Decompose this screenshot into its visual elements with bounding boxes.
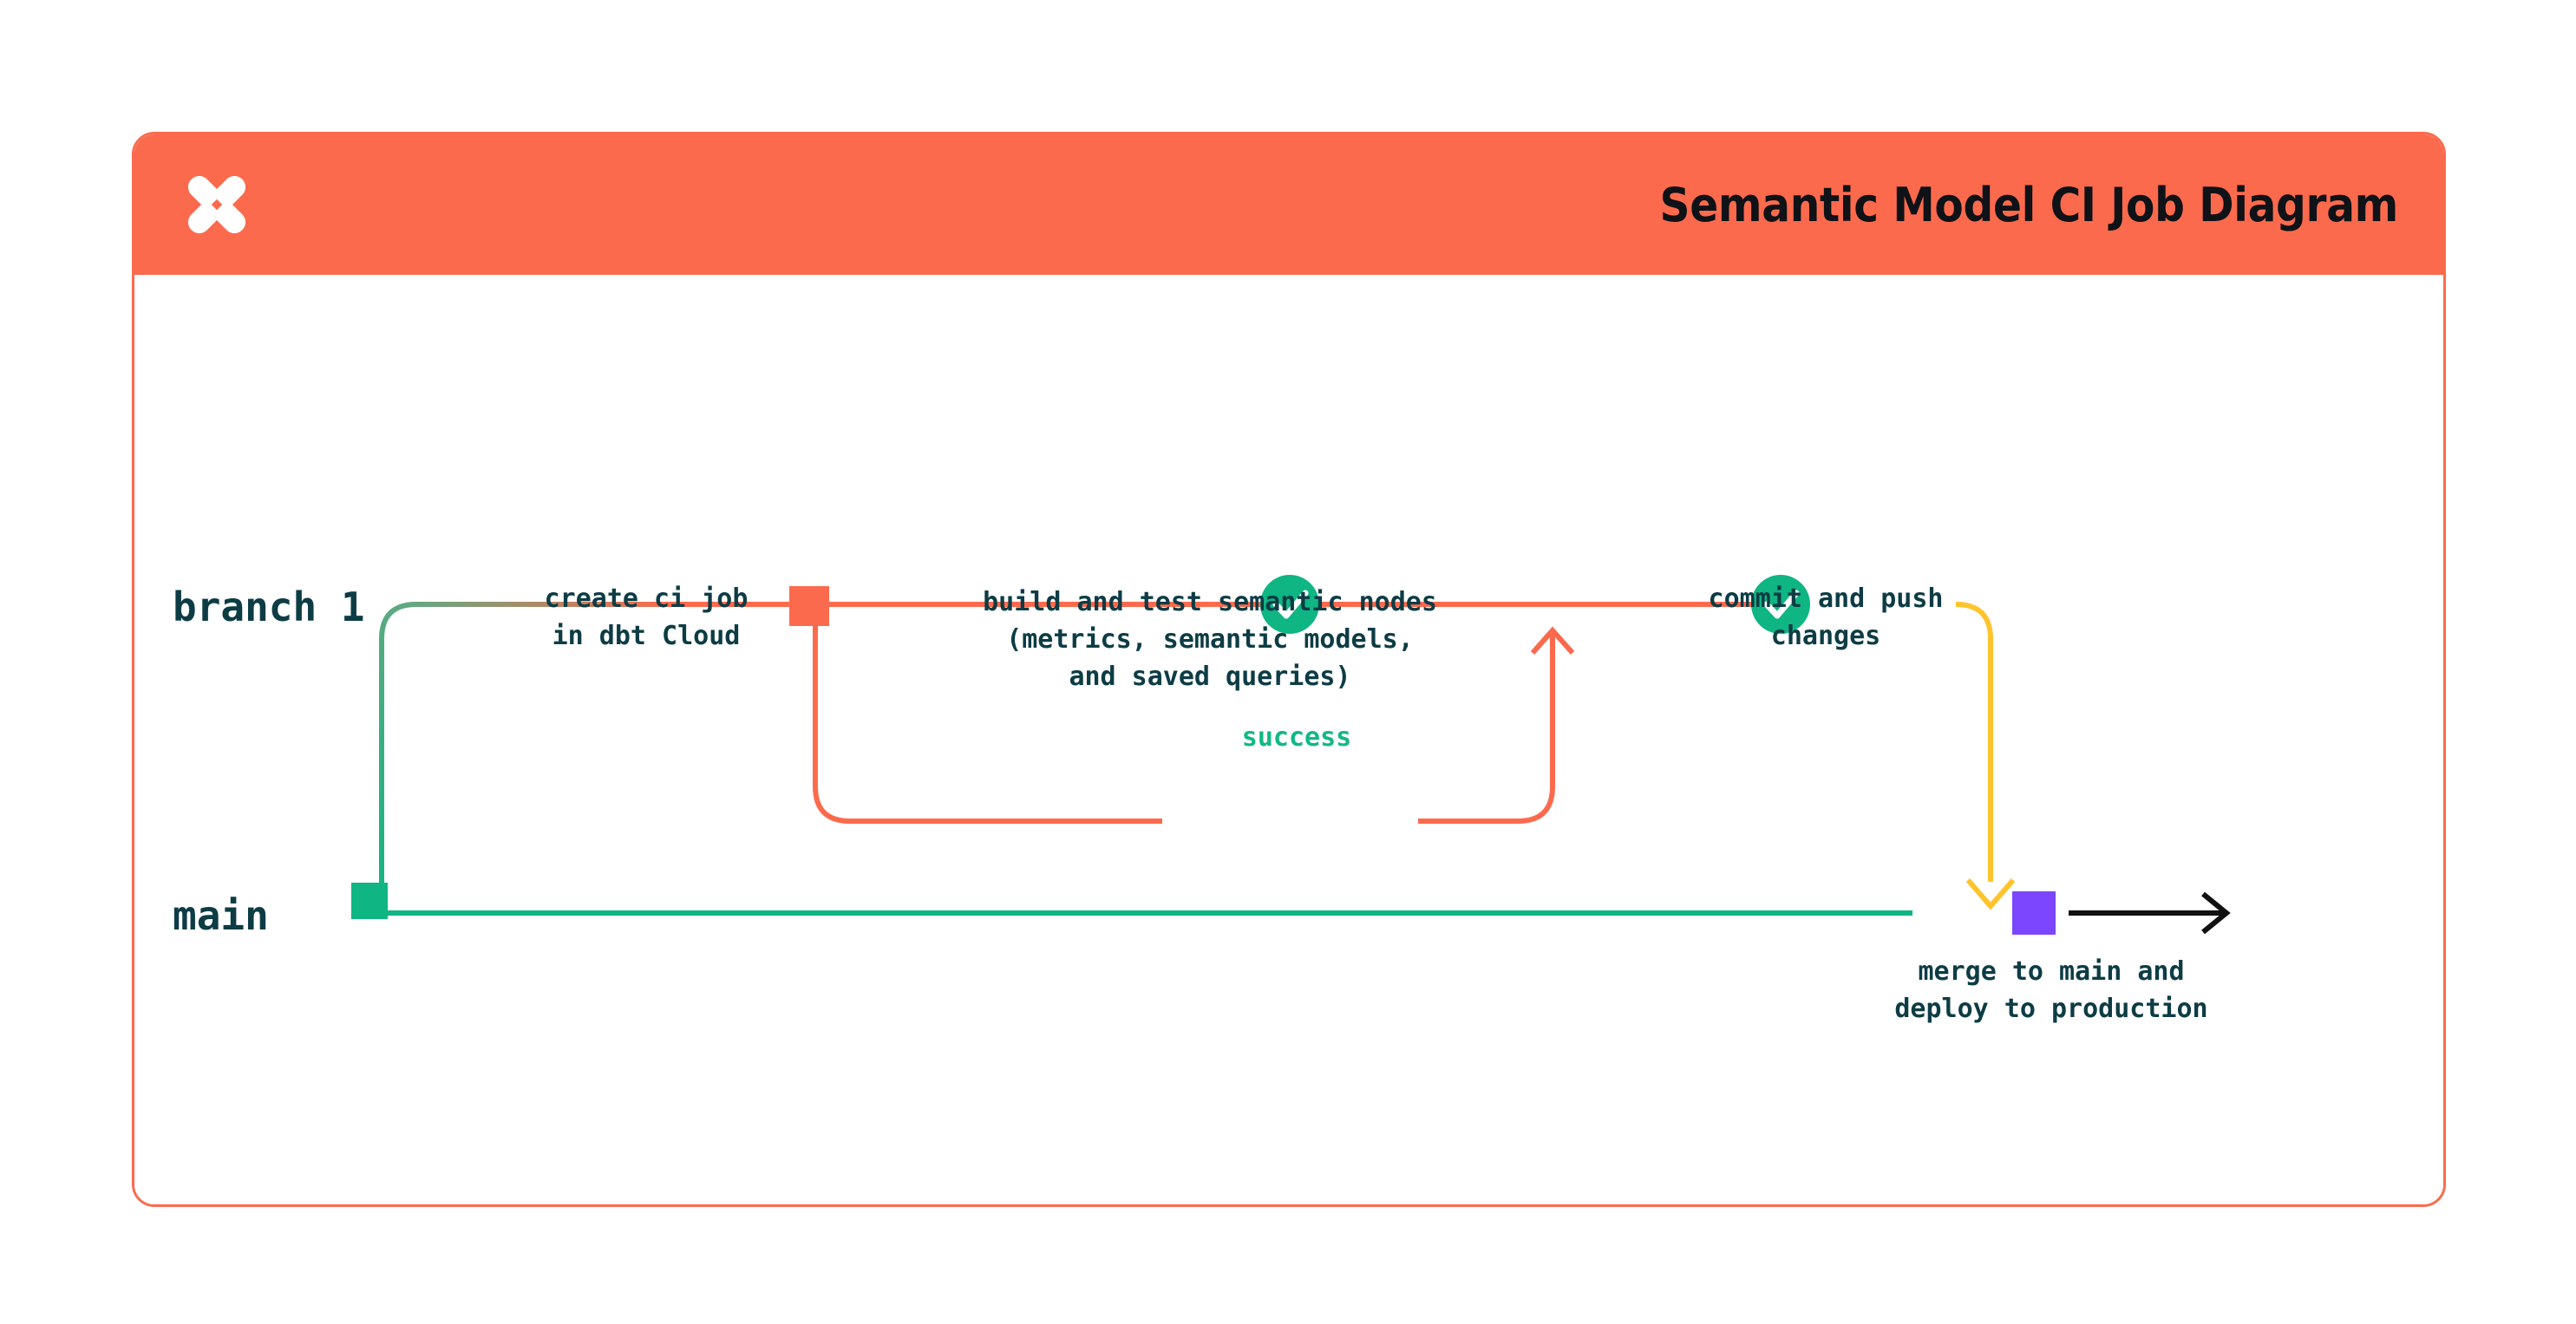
- lane-label-main: main: [173, 892, 269, 939]
- node-build-and-test-circle: [1260, 575, 1319, 634]
- success-loop-right: [1418, 632, 1555, 824]
- dbt-logo-glyph: [187, 175, 246, 234]
- dbt-logo-icon: [183, 171, 251, 238]
- success-loop-arrowhead-icon: [1530, 626, 1575, 655]
- merge-down-edge: [1955, 602, 1993, 882]
- node-main-start[interactable]: [351, 883, 388, 919]
- node-commit-and-push[interactable]: [1751, 575, 1810, 634]
- diagram-canvas: [351, 575, 2231, 935]
- page-title: Semantic Model CI Job Diagram: [1659, 177, 2399, 232]
- lane-label-branch-1: branch 1: [173, 584, 365, 630]
- card-body: branch 1 main create ci job in dbt Cloud…: [134, 275, 2443, 1204]
- success-loop-left: [813, 604, 1162, 824]
- node-label-create-ci-job: create ci job in dbt Cloud: [544, 584, 749, 651]
- card-header: Semantic Model CI Job Diagram: [134, 134, 2443, 275]
- git-flow-diagram: branch 1 main create ci job in dbt Cloud…: [134, 275, 2443, 1204]
- node-label-commit-and-push: commit and push changes: [1708, 584, 1944, 651]
- check-icon-2: [1763, 590, 1800, 619]
- node-label-merge-to-main: merge to main and deploy to production: [1894, 956, 2208, 1024]
- check-icon: [1272, 590, 1309, 619]
- main-continue-arrowhead-icon: [2201, 891, 2231, 935]
- node-label-build-and-test: build and test semantic nodes (metrics, …: [983, 587, 1437, 692]
- node-merge-to-main[interactable]: [2012, 891, 2056, 935]
- node-commit-and-push-circle: [1751, 575, 1810, 634]
- node-build-and-test[interactable]: [1260, 575, 1319, 634]
- node-create-ci-job[interactable]: [789, 586, 829, 626]
- merge-down-arrowhead-icon: [1965, 878, 2016, 910]
- diagram-card: Semantic Model CI Job Diagram: [132, 132, 2446, 1207]
- branch-off-edge: [379, 602, 675, 916]
- edge-label-success: success: [1123, 722, 1470, 753]
